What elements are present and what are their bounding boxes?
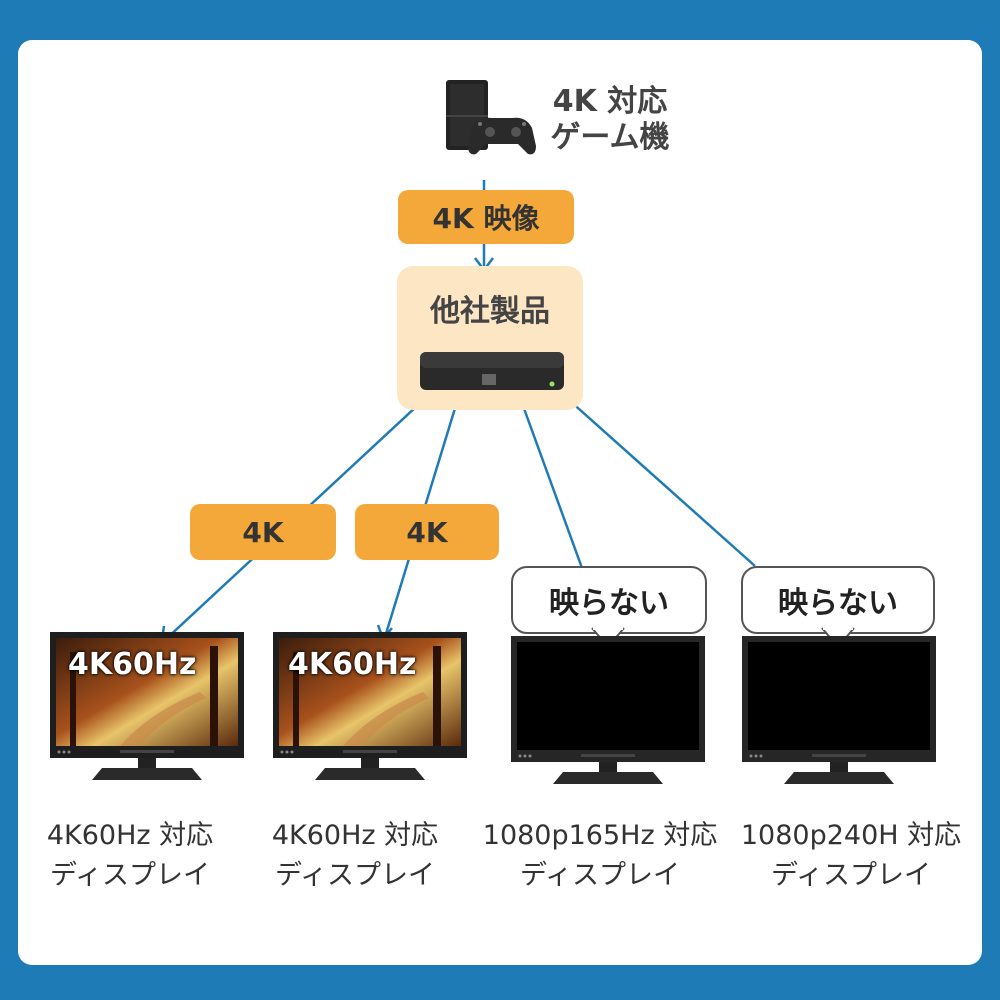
screen-label-2: 4K60Hz	[288, 647, 417, 682]
controller-icon	[468, 117, 536, 155]
caption-display-1: 4K60Hz 対応 ディスプレイ	[46, 820, 214, 891]
caption-display-4: 1080p240H 対応 ディスプレイ	[740, 820, 962, 891]
monitor-icon	[742, 636, 936, 784]
line-to-display-4	[559, 391, 756, 567]
caption-display-3: 1080p165Hz 対応 ディスプレイ	[482, 820, 718, 891]
output-tag-1: 4K	[190, 504, 336, 560]
bubble-display-3: 映らない	[511, 566, 707, 634]
monitor-icon	[511, 636, 705, 784]
screen-label-1: 4K60Hz	[68, 647, 197, 682]
monitor-icon	[273, 632, 467, 780]
monitor-icon	[50, 632, 244, 780]
line-to-display-3	[516, 391, 584, 569]
caption-display-2: 4K60Hz 対応 ディスプレイ	[271, 820, 439, 891]
bubble-display-4: 映らない	[741, 566, 935, 634]
game-console-icon	[446, 80, 536, 155]
output-tag-2: 4K	[355, 504, 499, 560]
device-title: 他社製品	[430, 294, 550, 329]
hdmi-splitter-icon	[420, 352, 564, 390]
source-label: 4K 対応 ゲーム機	[550, 84, 670, 155]
signal-tag: 4K 映像	[398, 190, 574, 244]
